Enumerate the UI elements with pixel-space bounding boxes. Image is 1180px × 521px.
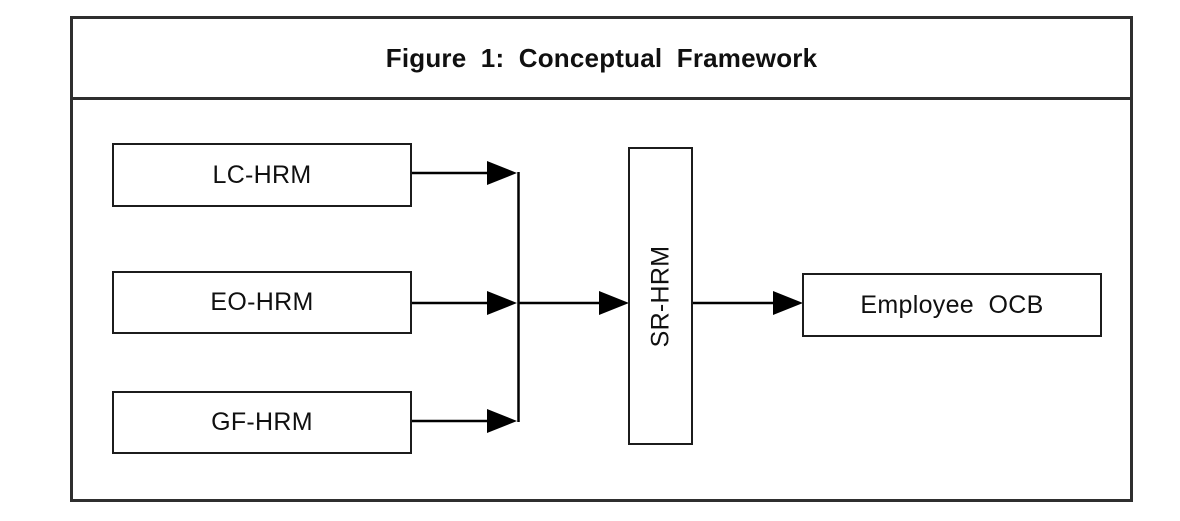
- node-label: EO-HRM: [210, 288, 314, 316]
- node-lc-hrm: LC-HRM: [112, 143, 412, 207]
- node-employee-ocb: Employee OCB: [802, 273, 1102, 337]
- node-label: GF-HRM: [211, 408, 313, 436]
- node-label-vertical: SR-HRM: [646, 245, 675, 347]
- figure-title: Figure 1: Conceptual Framework: [385, 42, 818, 73]
- figure-title-band: Figure 1: Conceptual Framework: [73, 19, 1130, 100]
- node-label: LC-HRM: [212, 160, 312, 189]
- node-eo-hrm: EO-HRM: [112, 271, 412, 334]
- node-sr-hrm: SR-HRM: [628, 147, 693, 445]
- node-gf-hrm: GF-HRM: [112, 391, 412, 454]
- node-label: Employee OCB: [860, 290, 1044, 319]
